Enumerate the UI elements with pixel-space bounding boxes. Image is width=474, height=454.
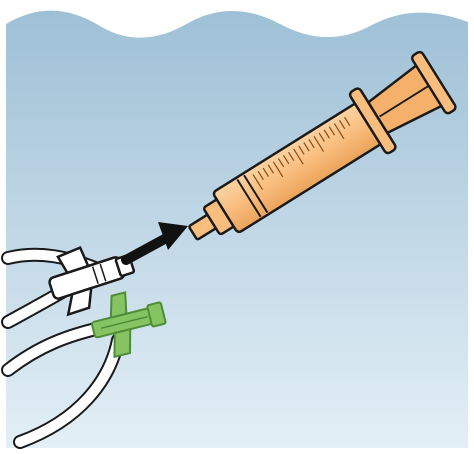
illustration-svg — [0, 0, 474, 454]
illustration-canvas — [0, 0, 474, 454]
